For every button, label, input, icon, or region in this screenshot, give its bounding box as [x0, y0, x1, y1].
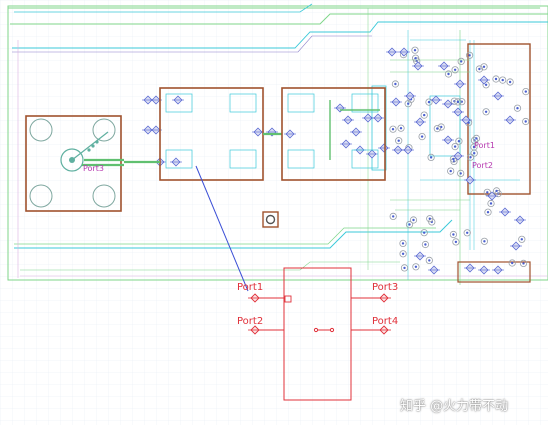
test-pad	[262, 211, 279, 228]
schematic-symbol[interactable]	[255, 267, 384, 401]
watermark-text: 知乎 @火力帯不动	[400, 399, 509, 414]
schematic-port3-label: Port3	[372, 282, 399, 293]
rf-module-1	[124, 87, 282, 181]
pad-markers	[142, 47, 526, 275]
rf-module-2	[281, 87, 386, 181]
schematic-port1-label: Port1	[237, 282, 264, 293]
connector-footprint	[25, 115, 124, 212]
pcb-port1-label: Port1	[474, 141, 495, 150]
schematic-port2-label: Port2	[237, 316, 264, 327]
port-link-line	[195, 165, 249, 292]
pcb-port2-label: Port2	[472, 161, 493, 170]
schematic-port4-label: Port4	[372, 316, 399, 327]
pcb-port3-label: Port3	[83, 164, 104, 173]
via-field	[389, 46, 530, 272]
